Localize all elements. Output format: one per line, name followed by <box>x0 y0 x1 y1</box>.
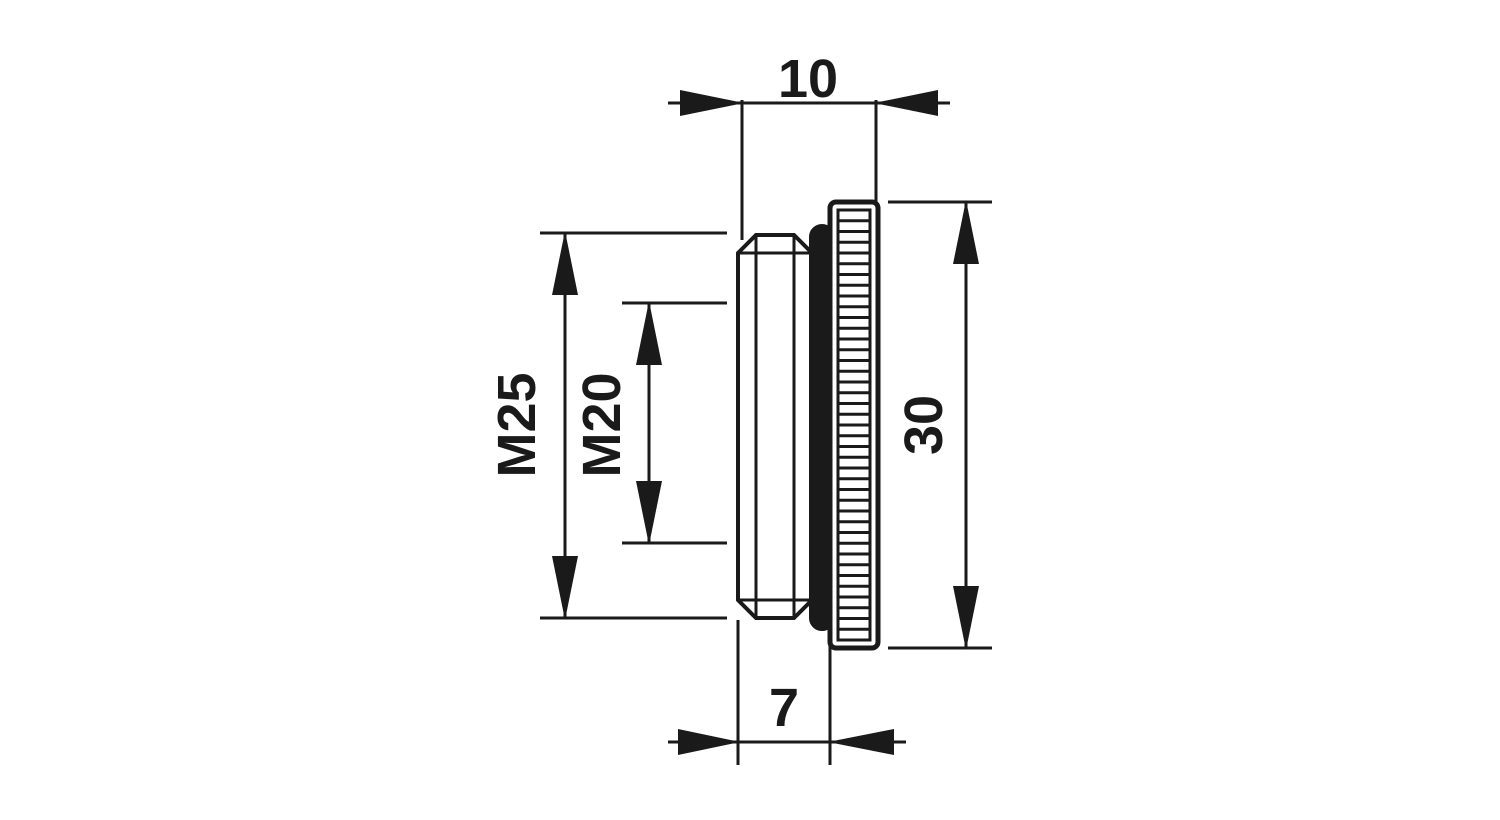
dimension-label-width-total: 10 <box>778 49 838 109</box>
dimension-group-width-total: 10 <box>668 49 950 240</box>
arrowhead-top-outer-diameter <box>953 200 979 264</box>
dimension-label-body-length: 7 <box>769 678 799 738</box>
dimension-group-m20: M20 <box>572 301 727 545</box>
arrowhead-bottom-outer-diameter <box>953 586 979 650</box>
arrowhead-left-body-length <box>678 729 740 755</box>
dimension-group-m25: M25 <box>487 231 727 620</box>
dimension-label-outer-diameter: 30 <box>894 395 954 455</box>
arrowhead-bottom-m20 <box>636 481 662 545</box>
arrowhead-bottom-m25 <box>552 556 578 620</box>
knurled-nut <box>827 199 881 651</box>
dimension-label-m25: M25 <box>487 372 547 477</box>
hex-body <box>736 233 814 620</box>
arrowhead-right-body-length <box>828 729 894 755</box>
arrowhead-right-width-total <box>874 90 938 116</box>
knurl-rib-group <box>838 219 870 631</box>
part-assembly <box>736 199 881 651</box>
arrowhead-top-m25 <box>552 231 578 295</box>
dimension-group-outer-diameter: 30 <box>888 200 992 650</box>
hex-body-outline <box>736 233 814 620</box>
arrowhead-left-width-total <box>680 90 744 116</box>
arrowhead-top-m20 <box>636 301 662 365</box>
dimension-label-m20: M20 <box>572 372 632 477</box>
